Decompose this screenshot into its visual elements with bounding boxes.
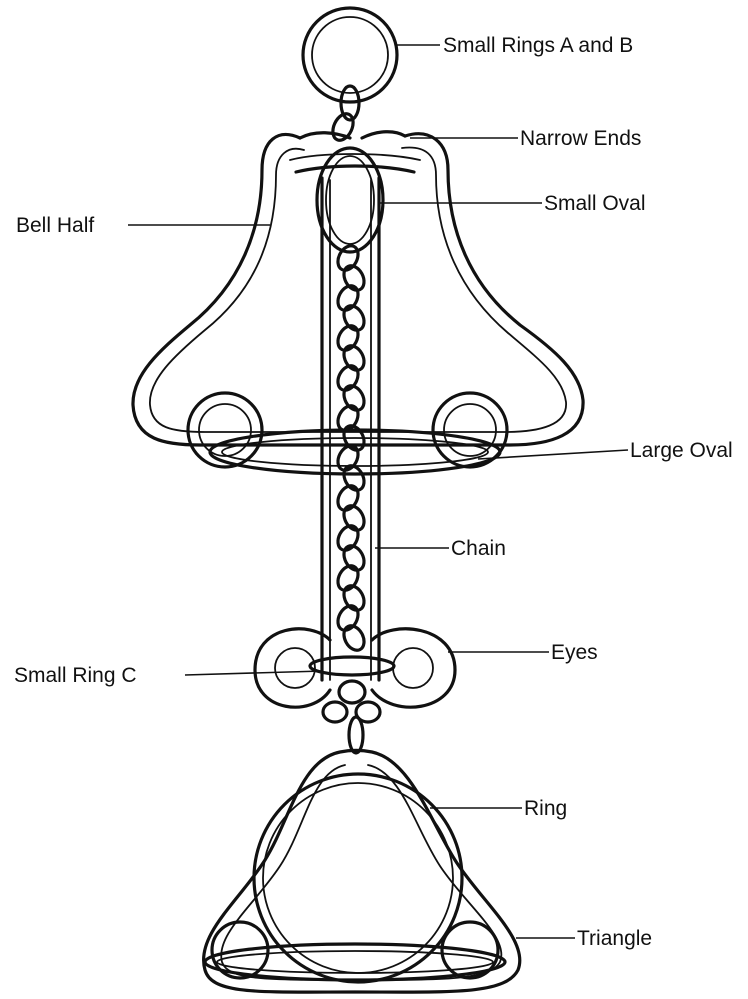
label-ring: Ring [524,797,567,820]
chain-link [340,622,368,653]
label-eyes: Eyes [551,641,598,664]
triangle [204,751,520,993]
label-small-ring-c: Small Ring C [14,664,137,687]
label-narrow-ends: Narrow Ends [520,127,641,150]
chain [334,242,368,653]
label-chain: Chain [451,537,506,560]
narrow-ends [290,132,420,172]
small-oval [317,148,383,252]
label-small-rings-ab: Small Rings A and B [443,34,633,57]
label-large-oval: Large Oval [630,439,733,462]
label-small-oval: Small Oval [544,192,646,215]
label-bell-half: Bell Half [16,214,94,237]
lower-eyes [255,629,455,707]
label-triangle: Triangle [577,927,652,950]
top-small-ring [303,8,397,102]
labels: Small Rings A and B Narrow Ends Small Ov… [14,34,733,950]
